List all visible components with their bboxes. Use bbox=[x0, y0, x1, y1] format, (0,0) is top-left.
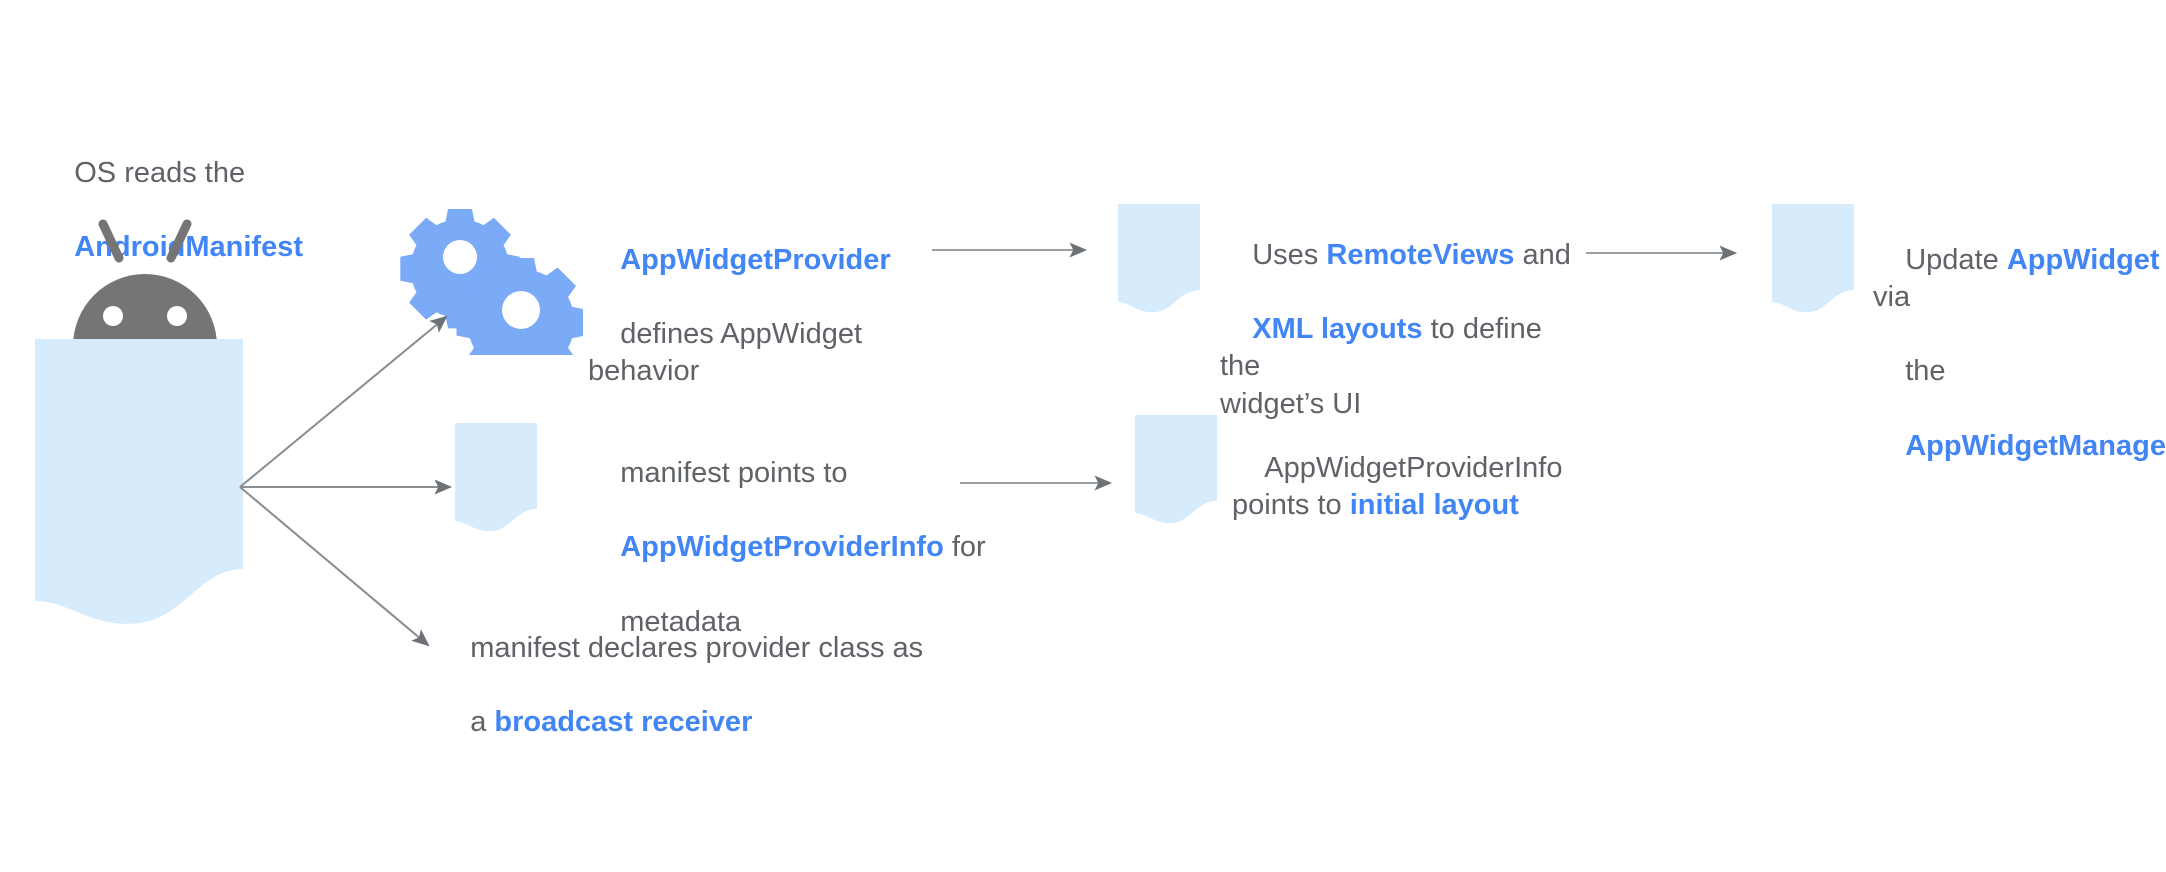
broadcast-receiver-term: broadcast receiver bbox=[494, 706, 753, 739]
update-text-via: via bbox=[1873, 281, 1911, 314]
app-widget-manager-label: Update AppWidget via the AppWidgetManage… bbox=[1873, 205, 2166, 502]
android-robot-icon bbox=[55, 196, 235, 346]
arrow-manifest-to-broadcast-receiver bbox=[239, 486, 430, 647]
app-widget-provider-term: AppWidgetProvider bbox=[620, 244, 891, 277]
initial-layout-term: initial layout bbox=[1349, 489, 1519, 522]
xml-layouts-term: XML layouts bbox=[1252, 313, 1423, 346]
broadcast-receiver-text-prefix: manifest declares provider class as bbox=[470, 632, 924, 665]
remote-views-term: RemoteViews bbox=[1326, 239, 1515, 272]
remote-views-document-shape bbox=[1118, 204, 1200, 314]
provider-info-text-for: for bbox=[943, 531, 986, 564]
manifest-document-shape bbox=[35, 339, 243, 629]
remote-views-text-prefix: Uses bbox=[1252, 239, 1327, 272]
remote-views-label: Uses RemoteViews and XML layouts to defi… bbox=[1220, 200, 1580, 460]
broadcast-receiver-text-a: a bbox=[470, 706, 495, 739]
update-text-the: the bbox=[1905, 355, 1946, 388]
provider-info-label: manifest points to AppWidgetProviderInfo… bbox=[588, 418, 1008, 678]
provider-info-text-metadata: metadata bbox=[620, 605, 742, 638]
app-widget-term: AppWidget bbox=[2006, 244, 2160, 277]
app-widget-manager-document-shape bbox=[1772, 204, 1854, 314]
provider-info-text-prefix: manifest points to bbox=[620, 457, 848, 490]
intro-line-1: OS reads the bbox=[74, 157, 246, 190]
app-widget-manager-term: AppWidgetManager bbox=[1905, 429, 2166, 462]
update-text-prefix: Update bbox=[1905, 244, 2007, 277]
provider-info-term: AppWidgetProviderInfo bbox=[620, 531, 944, 564]
provider-info-document-shape bbox=[455, 423, 537, 533]
broadcast-receiver-label: manifest declares provider class as a br… bbox=[438, 593, 958, 779]
initial-layout-document-shape bbox=[1135, 415, 1217, 525]
gears-icon bbox=[398, 205, 583, 355]
remote-views-text-and: and bbox=[1514, 239, 1571, 272]
